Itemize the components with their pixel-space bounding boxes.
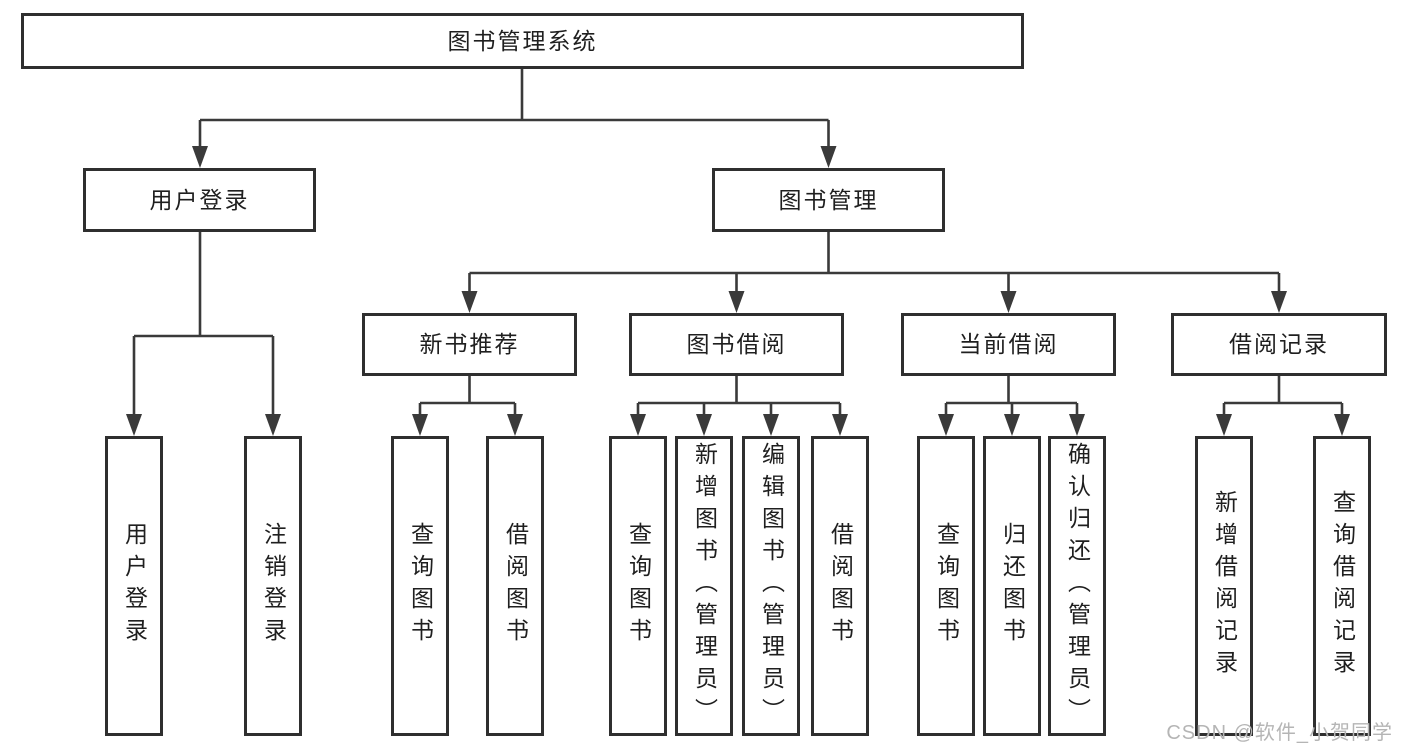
leaf-add-borrow-record: 新增借阅记录 bbox=[1195, 436, 1253, 736]
leaf-borrow-book-1-label: 借阅图书 bbox=[502, 522, 529, 650]
leaf-logout: 注销登录 bbox=[244, 436, 302, 736]
leaf-add-borrow-record-label: 新增借阅记录 bbox=[1211, 490, 1238, 682]
node-current-borrow-label: 当前借阅 bbox=[958, 331, 1059, 357]
leaf-borrow-book-2-label: 借阅图书 bbox=[827, 522, 854, 650]
arrowheads bbox=[126, 146, 1350, 436]
node-root-label: 图书管理系统 bbox=[447, 27, 598, 54]
node-new-book-recommend-label: 新书推荐 bbox=[419, 331, 520, 357]
leaf-add-book-admin-label: 新增图书（管理员） bbox=[691, 442, 718, 730]
leaf-query-borrow-record: 查询借阅记录 bbox=[1313, 436, 1371, 736]
csdn-watermark: CSDN @软件_小贺同学 bbox=[1166, 722, 1393, 744]
leaf-confirm-return-admin-label: 确认归还（管理员） bbox=[1064, 442, 1091, 730]
leaf-edit-book-admin-label: 编辑图书（管理员） bbox=[758, 442, 785, 730]
leaf-user-login-label: 用户登录 bbox=[121, 522, 148, 650]
leaf-return-book: 归还图书 bbox=[983, 436, 1041, 736]
leaf-query-book-2: 查询图书 bbox=[609, 436, 667, 736]
node-book-borrow-label: 图书借阅 bbox=[686, 331, 787, 357]
node-user-login-branch: 用户登录 bbox=[83, 168, 316, 232]
node-user-login-label: 用户登录 bbox=[149, 186, 250, 213]
leaf-return-book-label: 归还图书 bbox=[999, 522, 1026, 650]
leaf-user-login: 用户登录 bbox=[105, 436, 163, 736]
node-root: 图书管理系统 bbox=[21, 13, 1024, 69]
leaf-add-book-admin: 新增图书（管理员） bbox=[675, 436, 733, 736]
node-borrow-records-label: 借阅记录 bbox=[1229, 331, 1329, 357]
leaf-query-book-3-label: 查询图书 bbox=[933, 522, 960, 650]
leaf-query-borrow-record-label: 查询借阅记录 bbox=[1329, 490, 1356, 682]
node-book-management-label: 图书管理 bbox=[778, 186, 879, 213]
leaf-confirm-return-admin: 确认归还（管理员） bbox=[1048, 436, 1106, 736]
leaf-query-book-2-label: 查询图书 bbox=[625, 522, 652, 650]
leaf-query-book-3: 查询图书 bbox=[917, 436, 975, 736]
leaf-borrow-book-1: 借阅图书 bbox=[486, 436, 544, 736]
leaf-logout-label: 注销登录 bbox=[260, 522, 287, 650]
node-borrow-records: 借阅记录 bbox=[1171, 313, 1387, 376]
leaf-borrow-book-2: 借阅图书 bbox=[811, 436, 869, 736]
node-new-book-recommend: 新书推荐 bbox=[362, 313, 577, 376]
leaf-query-book-1: 查询图书 bbox=[391, 436, 449, 736]
node-current-borrow: 当前借阅 bbox=[901, 313, 1116, 376]
node-book-management-branch: 图书管理 bbox=[712, 168, 945, 232]
leaf-query-book-1-label: 查询图书 bbox=[407, 522, 434, 650]
leaf-edit-book-admin: 编辑图书（管理员） bbox=[742, 436, 800, 736]
node-book-borrow: 图书借阅 bbox=[629, 313, 844, 376]
